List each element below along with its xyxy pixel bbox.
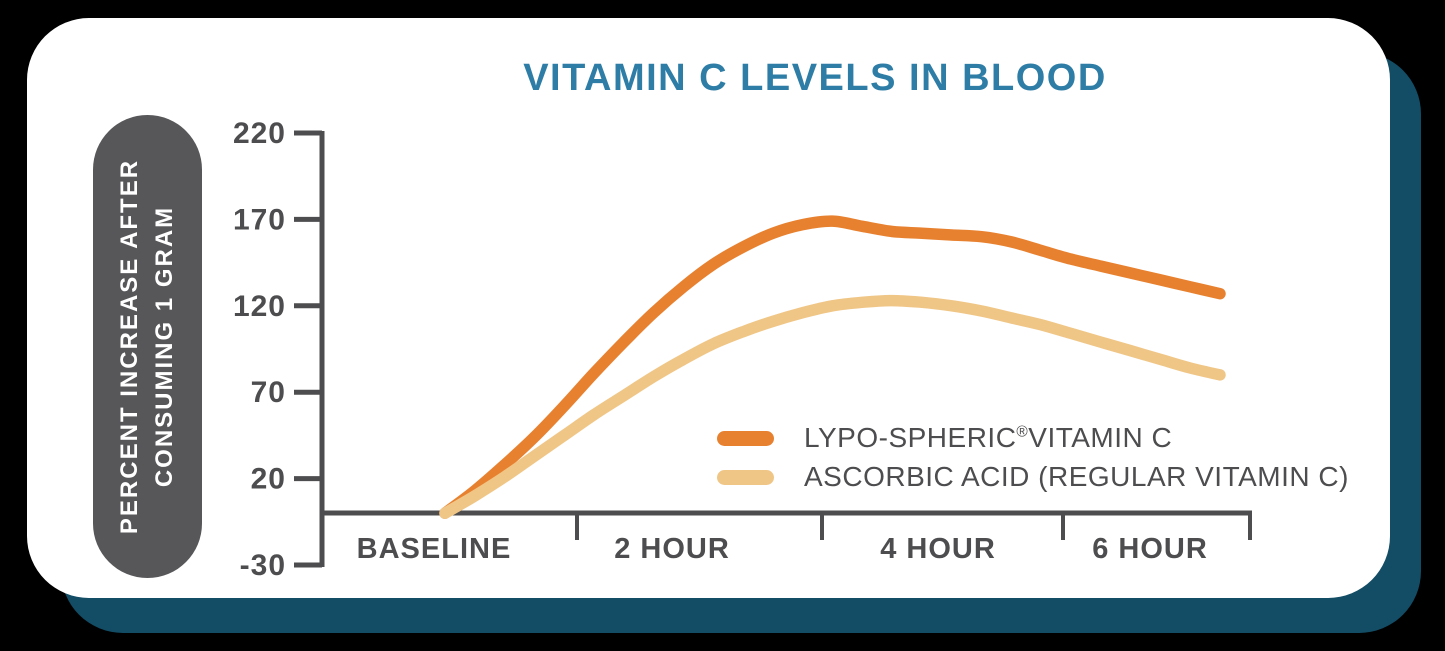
- legend-swatch-tan: [717, 469, 774, 485]
- series-line-1: [439, 294, 1226, 519]
- legend-swatch-orange: [717, 430, 774, 446]
- y-tick-label: 20: [251, 463, 286, 496]
- registered-trademark-icon: ®: [1016, 423, 1029, 441]
- series-line-0: [439, 215, 1226, 519]
- x-axis-label: 2 HOUR: [614, 533, 730, 565]
- legend-item-lypo-spheric: LYPO-SPHERIC®VITAMIN C: [717, 422, 1173, 453]
- legend-item-ascorbic-acid: ASCORBIC ACID (REGULAR VITAMIN C): [717, 461, 1349, 492]
- y-tick-label: 170: [233, 203, 286, 236]
- x-axis-label: 4 HOUR: [880, 533, 996, 565]
- y-tick-label: 220: [233, 117, 286, 150]
- y-tick-label: 120: [233, 290, 286, 323]
- y-tick-label: -30: [240, 549, 286, 582]
- legend-label-lypo-spheric: LYPO-SPHERIC®VITAMIN C: [804, 422, 1173, 453]
- x-axis-label: 6 HOUR: [1092, 533, 1208, 565]
- chart-title: VITAMIN C LEVELS IN BLOOD: [523, 57, 1107, 99]
- chart-card: [27, 18, 1390, 598]
- legend-label-ascorbic-acid: ASCORBIC ACID (REGULAR VITAMIN C): [804, 461, 1349, 492]
- x-axis-label: BASELINE: [357, 533, 512, 565]
- y-axis-label-pill: PERCENT INCREASE AFTER CONSUMING 1 GRAM: [93, 115, 202, 578]
- y-tick-label: 70: [251, 376, 286, 409]
